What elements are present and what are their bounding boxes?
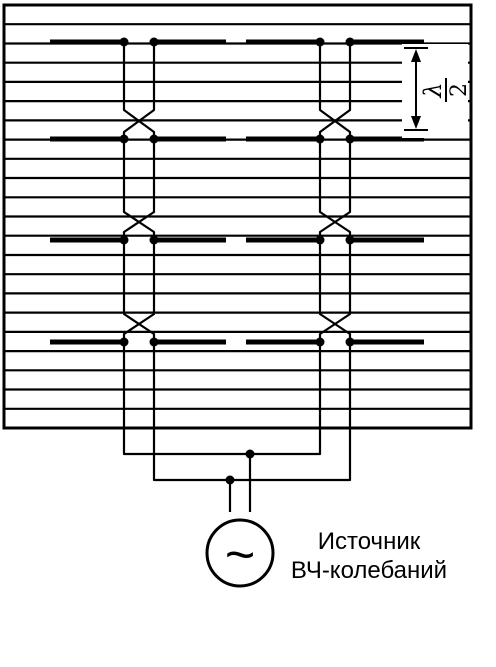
junction-dot bbox=[119, 37, 129, 47]
reflector-wires bbox=[4, 23, 471, 410]
junction-dot bbox=[345, 134, 355, 144]
ac-sine-symbol: ~ bbox=[225, 526, 255, 584]
junction-dot bbox=[119, 134, 129, 144]
junction-dot bbox=[315, 337, 325, 347]
junction-dot bbox=[149, 337, 159, 347]
denominator-two: 2 bbox=[447, 83, 472, 97]
source-label-line2: ВЧ-колебаний bbox=[291, 557, 447, 584]
junction-dot bbox=[149, 134, 159, 144]
feeder-right-a bbox=[318, 42, 352, 342]
junction-dots bbox=[119, 37, 355, 485]
junction-dot bbox=[315, 37, 325, 47]
junction-dot bbox=[345, 37, 355, 47]
junction-dot bbox=[315, 134, 325, 144]
feed-bus-inner bbox=[122, 342, 322, 456]
junction-dot bbox=[345, 337, 355, 347]
feed-bus-outer bbox=[152, 342, 352, 482]
junction-dot bbox=[315, 235, 325, 245]
arrowhead-up-icon bbox=[411, 49, 421, 62]
junction-dot bbox=[345, 235, 355, 245]
junction-dot bbox=[149, 37, 159, 47]
feeder-right-b bbox=[318, 42, 352, 342]
reflector-screen bbox=[2, 3, 473, 430]
junction-dot bbox=[119, 337, 129, 347]
feeder-left-a bbox=[122, 42, 156, 342]
junction-dot bbox=[149, 235, 159, 245]
junction-dot bbox=[245, 449, 255, 459]
ac-source-icon bbox=[205, 518, 275, 588]
dipole-array bbox=[50, 39, 424, 345]
source-label-line1: Источник bbox=[318, 528, 421, 555]
feeder-lines bbox=[122, 42, 352, 512]
junction-dot bbox=[225, 475, 235, 485]
hf-source: ~ Источник ВЧ-колебаний bbox=[205, 518, 447, 588]
half-wavelength-dimension: λ 2 bbox=[402, 44, 472, 138]
junction-dot bbox=[119, 235, 129, 245]
arrowhead-down-icon bbox=[411, 116, 421, 129]
feeder-left-b bbox=[122, 42, 156, 342]
lambda-symbol: λ bbox=[419, 82, 447, 98]
